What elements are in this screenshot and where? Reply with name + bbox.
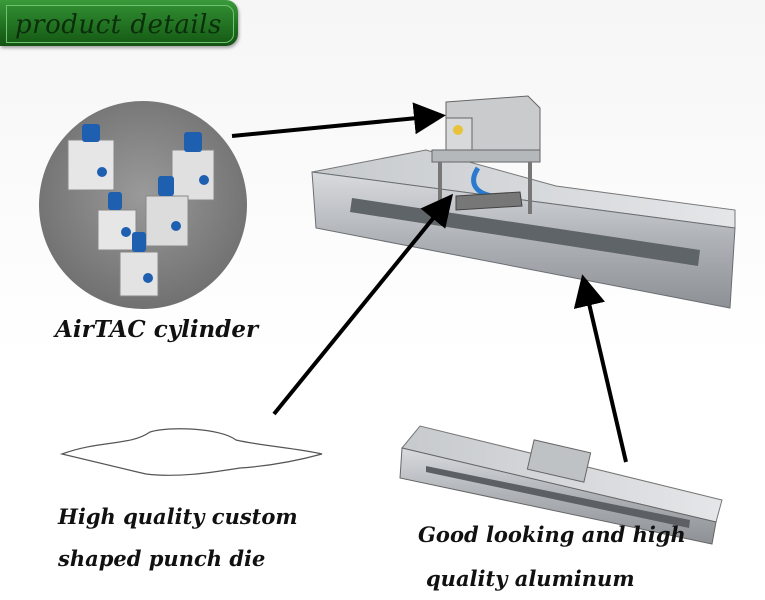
caption-punch-die-line1: High quality custom [58,504,298,529]
caption-aluminum-line1: Good looking and high [418,522,686,547]
section-header-tab: product details [0,0,238,46]
caption-punch-die-line2: shaped punch die [58,546,266,571]
punch-assembly [311,95,736,309]
arrow-to-cylinder [231,102,446,138]
cylinder-group [67,124,215,297]
caption-aluminum-line2: quality aluminum [426,566,635,591]
arrow-to-aluminum [573,274,628,463]
annotation-arrows [231,102,628,463]
caption-cylinder: AirTAC cylinder [55,316,259,343]
cylinder-photo [39,101,247,309]
arrow-to-punch-die [272,193,454,416]
aluminum-bar [399,425,723,545]
punch-die-outline [40,414,350,482]
section-title: product details [15,10,222,40]
section-header-inner: product details [6,5,234,43]
